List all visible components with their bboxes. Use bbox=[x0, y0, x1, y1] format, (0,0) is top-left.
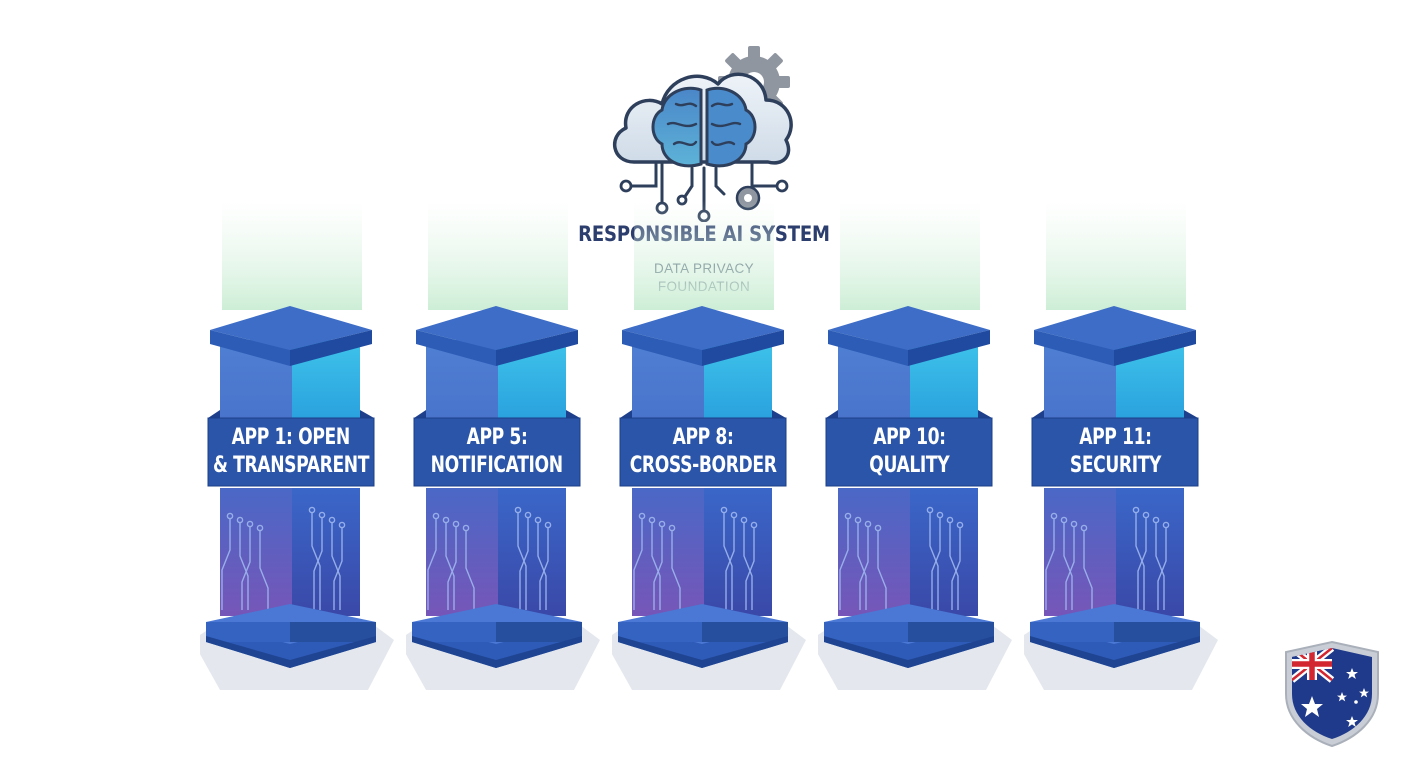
pillar-label-line-2: QUALITY bbox=[869, 453, 949, 478]
australian-flag-shield-icon bbox=[1285, 640, 1379, 748]
pillar-label-line-1: APP 5: bbox=[466, 425, 528, 450]
pillar-5: APP 11: SECURITY bbox=[1024, 200, 1224, 700]
pillar-1: APP 1: OPEN & TRANSPARENT bbox=[200, 200, 400, 700]
pillar-label: APP 8: CROSS-BORDER bbox=[620, 418, 786, 486]
pillar-label-line-1: APP 1: OPEN bbox=[231, 425, 351, 450]
pillar-label: APP 10: QUALITY bbox=[826, 418, 992, 486]
pillar-label-line-2: SECURITY bbox=[1069, 453, 1161, 478]
pillar-label: APP 1: OPEN & TRANSPARENT bbox=[208, 418, 374, 486]
pillar-label: APP 5: NOTIFICATION bbox=[414, 418, 580, 486]
brain-cloud-gear-icon bbox=[612, 46, 793, 222]
pillar-label-line-1: APP 11: bbox=[1078, 425, 1152, 450]
pillar-3: APP 8: CROSS-BORDER bbox=[612, 200, 812, 700]
pillar-graphic bbox=[1024, 200, 1218, 690]
pillar-label-line-1: APP 8: bbox=[672, 425, 734, 450]
pillar-2: APP 5: NOTIFICATION bbox=[406, 200, 606, 700]
pillar-label: APP 11: SECURITY bbox=[1032, 418, 1198, 486]
pillar-label-line-2: NOTIFICATION bbox=[430, 453, 564, 478]
pillar-label-line-2: CROSS-BORDER bbox=[629, 453, 777, 478]
pillar-graphic bbox=[612, 200, 806, 690]
pillar-graphic bbox=[200, 200, 394, 690]
pillar-label-line-2: & TRANSPARENT bbox=[212, 453, 370, 478]
pillar-label-line-1: APP 10: bbox=[872, 425, 946, 450]
pillar-graphic bbox=[818, 200, 1012, 690]
pillar-4: APP 10: QUALITY bbox=[818, 200, 1018, 700]
pillar-graphic bbox=[406, 200, 600, 690]
